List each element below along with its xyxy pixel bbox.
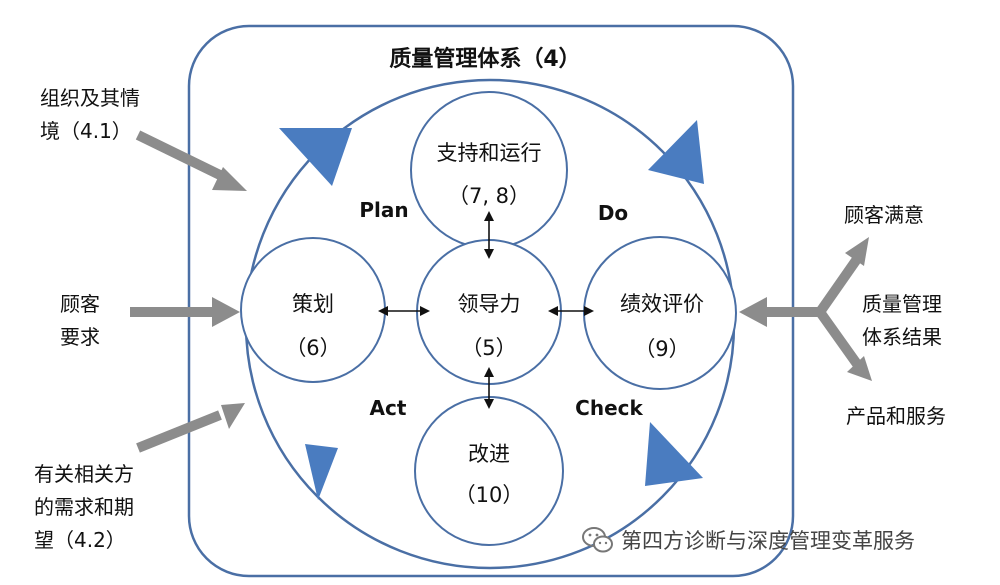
leadership-clause: （5） xyxy=(461,336,516,360)
improvement-name: 改进 xyxy=(468,442,510,466)
chat-bubbles-icon xyxy=(582,527,613,553)
input-interested-parties-label: 有关相关方 的需求和期 望（4.2） xyxy=(34,458,134,557)
output-satisfaction-label: 顾客满意 xyxy=(844,203,924,227)
input-interested-parties-line-1: 有关相关方 xyxy=(34,462,134,486)
output-products-services-label: 产品和服务 xyxy=(846,404,946,428)
input-customer-requirements-line-2: 要求 xyxy=(60,325,100,349)
improvement-clause: （10） xyxy=(455,483,524,507)
diagram-title: 质量管理体系（4） xyxy=(389,46,580,72)
planning-name: 策划 xyxy=(292,292,334,316)
performance-name: 绩效评价 xyxy=(620,292,704,316)
cycle-arrowhead-top-right xyxy=(648,120,704,184)
watermark: 第四方诊断与深度管理变革服务 xyxy=(581,520,915,560)
input-customer-requirements-line-1: 顾客 xyxy=(60,292,100,316)
cycle-arrowhead-bottom-right xyxy=(645,422,703,486)
input-context-line-1: 组织及其情 xyxy=(40,86,140,110)
qms-frame xyxy=(187,24,795,578)
input-interested-parties-line-3: 望（4.2） xyxy=(34,528,126,552)
output-arrow-group xyxy=(739,237,872,381)
input-interested-parties-line-2: 的需求和期 xyxy=(34,495,134,519)
output-qms-results-line-2: 体系结果 xyxy=(862,325,942,349)
support-name: 支持和运行 xyxy=(437,141,542,165)
input-customer-requirements-label: 顾客 要求 xyxy=(60,288,100,354)
connector-leadership-support xyxy=(484,211,494,259)
input-arrow-customer-requirements xyxy=(130,297,240,327)
output-qms-results-label: 质量管理 体系结果 xyxy=(862,288,942,354)
watermark-text: 第四方诊断与深度管理变革服务 xyxy=(621,529,915,553)
input-context-line-2: 境（4.1） xyxy=(40,119,132,143)
input-arrow-context xyxy=(135,130,247,191)
cycle-arrowhead-bottom-left xyxy=(305,444,338,500)
label-act: Act xyxy=(370,396,407,420)
label-check: Check xyxy=(575,396,643,420)
cycle-arrowhead-top-left xyxy=(279,128,352,186)
leadership-name: 领导力 xyxy=(458,292,521,316)
support-clause: （7, 8） xyxy=(448,184,530,208)
input-context-label: 组织及其情 境（4.1） xyxy=(40,82,140,148)
output-qms-results-line-1: 质量管理 xyxy=(862,292,942,316)
label-plan: Plan xyxy=(359,198,408,222)
label-do: Do xyxy=(598,201,628,225)
input-arrow-interested-parties xyxy=(136,403,245,453)
planning-clause: （6） xyxy=(285,336,340,360)
connector-leadership-improvement xyxy=(484,367,494,409)
circle-improvement xyxy=(414,396,564,546)
performance-clause: （9） xyxy=(634,337,689,361)
connector-planning-leadership xyxy=(378,306,430,316)
connector-leadership-performance xyxy=(548,306,594,316)
